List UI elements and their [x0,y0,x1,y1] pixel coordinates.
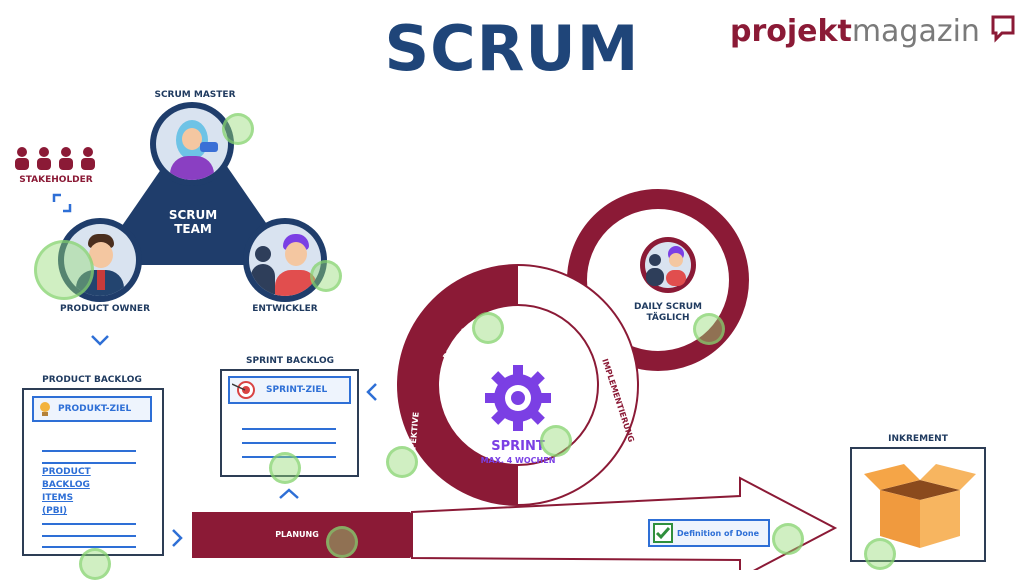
pbi-line-2: BACKLOG [42,480,90,490]
sprint-backlog-title: SPRINT BACKLOG [245,356,335,366]
definition-of-done-label: Definition of Done [677,528,759,538]
logo: projektmagazin [730,14,1016,49]
exchange-arrows-icon [52,193,72,213]
marker-dot [79,548,111,580]
produkt-ziel-label: PRODUKT-ZIEL [58,404,132,414]
sprint-cycle-graphic [192,189,838,570]
scrum-master-avatar [150,102,234,186]
inkrement-title: INKREMENT [888,434,948,444]
sprint-ziel-label: SPRINT-ZIEL [266,385,328,395]
marker-dot [326,526,358,558]
scrum-master-label: SCRUM MASTER [154,90,236,100]
pbi-line-4: (PBI) [42,506,68,516]
marker-dot [269,452,301,484]
daily-scrum-frequency: TÄGLICH [646,313,690,323]
marker-dot [386,446,418,478]
logo-part2: magazin [851,14,980,49]
page-title: SCRUM [384,12,640,85]
pbi-line-3: ITEMS [42,493,74,503]
chevron-down-icon [91,335,109,346]
marker-dot [472,312,504,344]
entwickler-avatar [243,218,327,302]
checkbox-icon [653,523,673,543]
chevron-right-icon [172,529,183,547]
sprint-label: SPRINT [491,439,545,454]
entwickler-label: ENTWICKLER [252,304,318,314]
marker-dot [310,260,342,292]
daily-scrum-label: DAILY SCRUM [633,302,703,312]
scrum-team-triangle [95,120,295,265]
pbi-line-1: PRODUCT [42,467,91,477]
planung-label: PLANUNG [275,530,319,539]
target-icon [232,381,255,399]
logo-part1: projekt [730,14,852,49]
sprint-ziel-card: SPRINT-ZIEL [228,376,351,404]
marker-dot [864,538,896,570]
product-backlog-title: PRODUCT BACKLOG [42,375,142,385]
marker-dot [693,313,725,345]
scrum-team-label: SCRUM TEAM [168,208,218,236]
sprint-duration: MAX. 4 WOCHEN [480,456,556,465]
box-icon [864,464,976,548]
marker-dot [772,523,804,555]
definition-of-done-card: Definition of Done [648,519,770,547]
speech-bubble-icon [991,15,1014,43]
marker-dot [540,425,572,457]
stakeholder-group-icon [15,147,95,170]
produkt-ziel-card: PRODUKT-ZIEL [32,396,152,422]
chevron-up-icon [279,488,299,499]
chevron-left-icon [366,383,377,401]
stakeholder-label: STAKEHOLDER [19,175,93,185]
marker-dot [34,240,94,300]
product-owner-label: PRODUCT OWNER [59,304,151,314]
lightbulb-icon [40,402,50,416]
pbi-list: PRODUCT BACKLOG ITEMS (PBI) [42,466,142,518]
marker-dot [222,113,254,145]
